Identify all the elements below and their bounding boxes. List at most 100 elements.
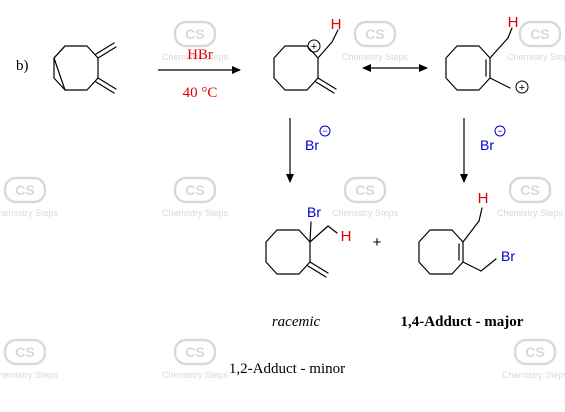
watermark-logo-icon [173,176,217,204]
adduct14-bromine: Br [501,248,515,264]
watermark-caption: Chemistry Steps [497,208,564,218]
product-14-adduct: H Br [418,190,515,275]
cation-left-plus-charge-icon [307,39,321,53]
adduct12-exo-double-bond [309,261,329,274]
adduct14-ch3-bond [462,220,480,243]
reagent-name: HBr [187,47,213,63]
bromide-right-minus-charge-icon [494,125,506,137]
watermark-logo-icon [3,176,47,204]
adduct14-hydrogen: H [478,190,489,207]
cation-left-exo-double-bond [317,77,337,90]
watermark-logo-icon [173,20,217,48]
watermark-caption: Chemistry Steps [162,208,229,218]
adduct14-ch2-bond [462,261,482,272]
bromide-right: Br [480,137,494,153]
watermark-logo-icon [518,20,562,48]
reaction-arrow-group: HBr 40 °C [158,47,241,101]
cation-left-ch2-h-bond [331,29,339,43]
watermark-logo-text: CS [355,182,374,198]
watermark-logo-text: CS [15,344,34,360]
cation-right-plus-charge-icon [515,80,529,94]
watermark-10: CS Chemistry Steps [502,338,565,380]
diene-ring-bonds [53,45,99,91]
bromide-attack-right: Br − [460,118,506,183]
diene-ring-bond [53,45,66,59]
watermark-logo-text: CS [365,26,384,42]
watermark-caption: Chemistry Steps [0,208,59,218]
bromide-left-minus-charge-icon [319,125,331,137]
diene-exo-double-bond-lower-2 [95,81,115,94]
watermark-caption: Chemistry Steps [0,370,59,380]
cation-right-ch2-h-bond [507,27,513,39]
watermark-1: CS Chemistry Steps [162,20,229,62]
watermark-caption: Chemistry Steps [332,208,399,218]
watermark-caption: Chemistry Steps [162,370,229,380]
cation-right-ch2-cation-bond [489,77,511,89]
watermark-logo-text: CS [185,344,204,360]
carbocation-right: H + [445,14,529,94]
bromide-right-minus-charge: − [497,126,502,136]
bromide-left-minus-charge: − [322,126,327,136]
adduct12-bromine: Br [307,204,321,220]
adduct12-hydrogen: H [341,228,352,245]
products-plus-sign: + [373,234,382,251]
cation-left-ring [273,45,319,91]
watermark-caption: Chemistry Steps [162,52,229,62]
watermark-logo-text: CS [520,182,539,198]
watermark-3: CS Chemistry Steps [507,20,565,62]
cation-right-ring [445,45,491,91]
watermark-logo-text: CS [530,26,549,42]
adduct12-ch3-h-bond [327,225,338,234]
watermark-9: CS Chemistry Steps [162,338,229,380]
watermark-logo-icon [343,176,387,204]
watermark-logo-text: CS [15,182,34,198]
watermark-logo-icon [353,20,397,48]
starting-diene [53,42,117,94]
watermark-8: CS Chemistry Steps [0,338,59,380]
watermark-6: CS Chemistry Steps [332,176,399,218]
adduct12-c-br-bond [309,221,312,243]
watermark-logo-text: CS [525,344,544,360]
watermark-logo-text: CS [185,26,204,42]
watermark-logo-icon [173,338,217,366]
diene-ring-bond [53,77,66,91]
watermark-5: CS Chemistry Steps [162,176,229,218]
carbocation-left: H + [273,16,342,94]
diene-exo-double-bond-upper [97,46,117,59]
watermark-group: CS Chemistry Steps CS Chemistry Steps CS… [0,20,565,380]
reagent-condition: 40 °C [183,85,218,101]
adduct14-ch3-h-bond [478,207,483,222]
cation-left-ch2-bond [317,41,333,59]
cation-left-exo-double-bond-2 [315,81,335,94]
cation-left-hydrogen: H [331,16,342,33]
watermark-caption: Chemistry Steps [342,52,409,62]
adduct14-label: 1,4-Adduct - major [401,314,524,330]
watermark-logo-icon [513,338,557,366]
diene-exo-double-bond-upper-2 [95,42,115,55]
watermark-2: CS Chemistry Steps [342,20,409,62]
watermark-7: CS Chemistry Steps [497,176,564,218]
bromide-attack-left: Br − [286,118,331,183]
cation-right-ch2-bond [489,37,509,59]
product-12-adduct: Br H [265,204,352,278]
cation-left-plus-charge: + [311,41,317,53]
adduct12-exo-double-bond-2 [307,265,327,278]
watermark-caption: Chemistry Steps [502,370,565,380]
diene-exo-double-bond-lower [97,77,117,90]
watermark-logo-text: CS [185,182,204,198]
adduct12-ring [265,229,311,275]
adduct14-ch2-br-bond [480,258,497,272]
watermark-4: CS Chemistry Steps [0,176,59,218]
adduct12-ch3-bond [309,225,329,243]
adduct14-ring [418,229,464,275]
part-label: b) [16,58,29,74]
watermark-logo-icon [508,176,552,204]
cation-right-hydrogen: H [508,14,519,31]
bromide-left: Br [305,137,319,153]
cation-right-plus-charge: + [519,82,525,94]
watermark-logo-icon [3,338,47,366]
watermark-caption: Chemistry Steps [507,52,565,62]
adduct12-label: 1,2-Adduct - minor [229,361,345,377]
